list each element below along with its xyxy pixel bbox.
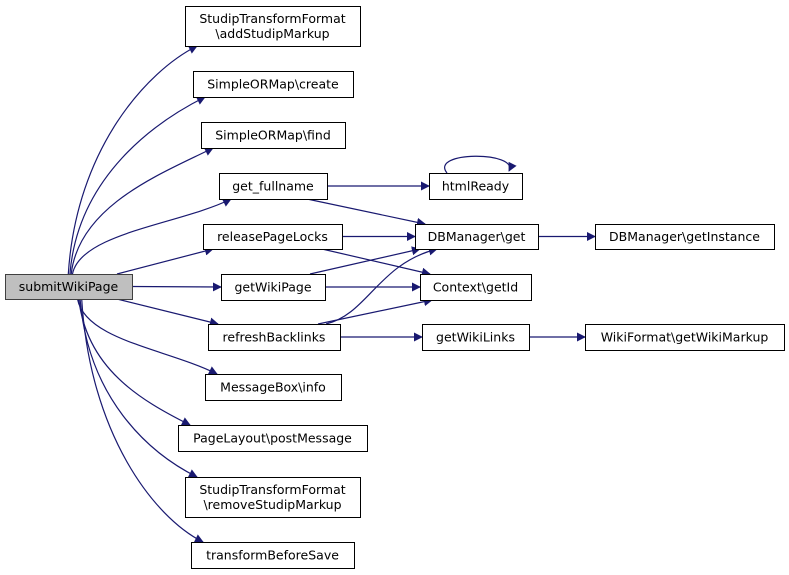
node-add-studip-markup[interactable]: StudipTransformFormat\addStudipMarkup — [185, 6, 361, 47]
node-box — [191, 542, 355, 569]
node-get-id[interactable]: Context\getId — [420, 274, 532, 301]
node-label: transformBeforeSave — [206, 548, 339, 563]
node-transform-before-save[interactable]: transformBeforeSave — [191, 542, 355, 569]
node-box — [429, 173, 523, 200]
node-label: StudipTransformFormat — [199, 482, 345, 497]
edge-submit-wiki-page-to-transform-before-save — [81, 298, 204, 543]
edge-submit-wiki-page-to-get-wiki-page — [131, 282, 222, 292]
node-box — [5, 274, 133, 300]
node-box — [203, 224, 343, 250]
node-label: DBManager\getInstance — [609, 229, 760, 244]
node-box — [422, 324, 530, 351]
node-box — [185, 6, 361, 47]
node-get-wiki-markup[interactable]: WikiFormat\getWikiMarkup — [585, 324, 785, 351]
edge-submit-wiki-page-to-release-page-locks — [116, 246, 214, 275]
node-label: getWikiLinks — [436, 330, 515, 345]
node-box — [420, 274, 532, 301]
edge-release-page-locks-to-get-id — [321, 248, 431, 277]
node-label: SimpleORMap\find — [215, 128, 331, 143]
node-box — [595, 224, 775, 250]
node-label: getWikiPage — [234, 280, 311, 295]
node-box — [201, 122, 346, 149]
node-box — [178, 425, 368, 452]
node-get-wiki-page[interactable]: getWikiPage — [221, 274, 326, 301]
edge-html-ready-to-html-ready — [444, 155, 517, 174]
edge-submit-wiki-page-to-refresh-backlinks — [116, 298, 219, 327]
node-submit-wiki-page[interactable]: submitWikiPage — [5, 274, 133, 300]
node-label: PageLayout\postMessage — [193, 431, 352, 446]
node-box — [219, 173, 328, 200]
edge-get-fullname-to-dbget — [306, 198, 426, 227]
node-label: releasePageLocks — [217, 229, 328, 244]
node-label: get_fullname — [232, 179, 314, 194]
edge-submit-wiki-page-to-get-fullname — [71, 198, 232, 275]
node-release-page-locks[interactable]: releasePageLocks — [203, 224, 343, 250]
node-label: SimpleORMap\create — [207, 77, 339, 92]
node-info[interactable]: MessageBox\info — [205, 374, 342, 401]
node-label: htmlReady — [442, 179, 510, 194]
edge-submit-wiki-page-to-find — [70, 147, 214, 275]
node-label: MessageBox\info — [220, 380, 326, 395]
node-box — [185, 477, 361, 518]
node-html-ready[interactable]: htmlReady — [429, 173, 523, 200]
node-label: submitWikiPage — [19, 279, 119, 294]
node-get-instance[interactable]: DBManager\getInstance — [595, 224, 775, 250]
node-box — [221, 274, 326, 301]
node-label: DBManager\get — [428, 229, 526, 244]
node-get-wiki-links[interactable]: getWikiLinks — [422, 324, 530, 351]
node-box — [205, 374, 342, 401]
edge-submit-wiki-page-to-create — [69, 96, 206, 275]
node-label: WikiFormat\getWikiMarkup — [601, 330, 769, 345]
node-label: Context\getId — [433, 280, 518, 295]
edge-submit-wiki-page-to-info — [76, 298, 218, 375]
node-refresh-backlinks[interactable]: refreshBacklinks — [208, 324, 341, 351]
edge-submit-wiki-page-to-post-message — [78, 298, 191, 426]
node-dbget[interactable]: DBManager\get — [415, 224, 539, 250]
node-box — [585, 324, 785, 351]
node-create[interactable]: SimpleORMap\create — [193, 71, 354, 98]
node-box — [193, 71, 354, 98]
node-remove-studip-markup[interactable]: StudipTransformFormat\removeStudipMarkup — [185, 477, 361, 518]
edge-submit-wiki-page-to-add-studip-markup — [67, 45, 198, 275]
node-post-message[interactable]: PageLayout\postMessage — [178, 425, 368, 452]
edge-refresh-backlinks-to-get-id — [317, 297, 433, 325]
node-find[interactable]: SimpleORMap\find — [201, 122, 346, 149]
node-label: refreshBacklinks — [223, 330, 326, 345]
node-label: StudipTransformFormat — [199, 11, 345, 26]
edge-get-wiki-page-to-dbget — [309, 246, 421, 275]
node-box — [208, 324, 341, 351]
node-label: \removeStudipMarkup — [203, 497, 341, 512]
node-get-fullname[interactable]: get_fullname — [219, 173, 328, 200]
node-label: \addStudipMarkup — [215, 26, 329, 41]
node-box — [415, 224, 539, 250]
